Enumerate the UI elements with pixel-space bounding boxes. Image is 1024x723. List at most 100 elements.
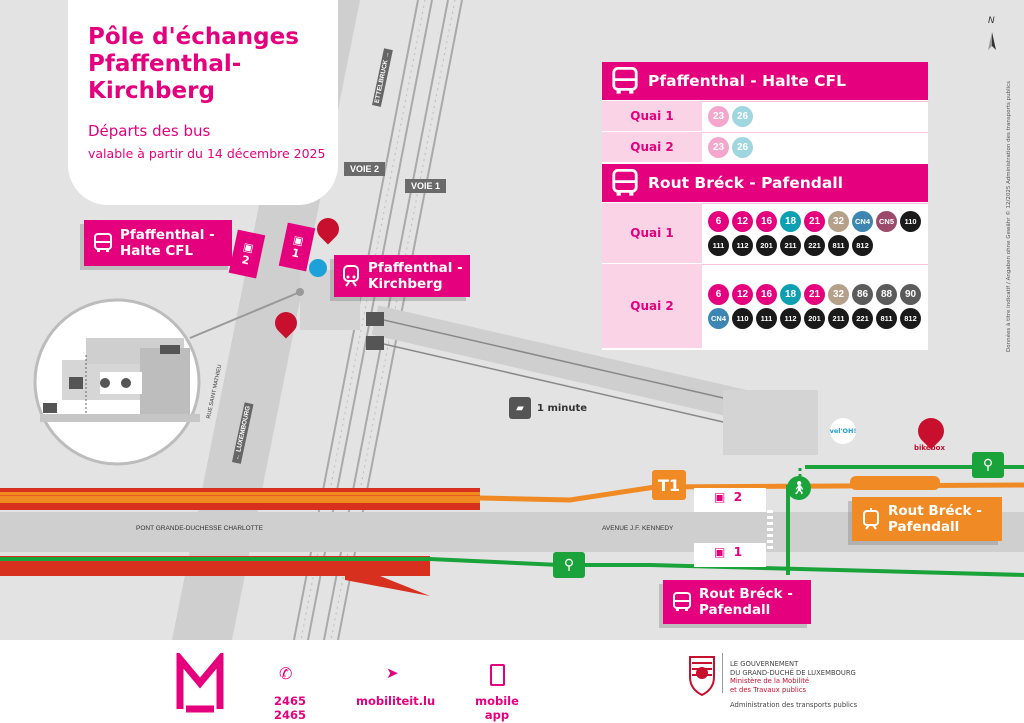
route-table-section-title: Pfaffenthal - Halte CFL bbox=[648, 72, 847, 90]
validity-date: valable à partir du 14 décembre 2025 bbox=[88, 146, 326, 161]
line-badge[interactable]: 811 bbox=[876, 308, 897, 329]
bicycle-icon: ⚲ bbox=[972, 452, 1004, 478]
line-badge[interactable]: 110 bbox=[732, 308, 753, 329]
gov-line: Administration des transports publics bbox=[730, 701, 858, 709]
line-badge[interactable]: 811 bbox=[828, 235, 849, 256]
side-note-box: Données à titre indicatif / Angaben ohne… bbox=[1006, 72, 1014, 352]
bus-icon bbox=[673, 592, 691, 612]
compass-north: N bbox=[988, 16, 995, 26]
gov-line: DU GRAND-DUCHÉ DE LUXEMBOURG bbox=[730, 668, 856, 677]
station-platform-2-number: 2 bbox=[240, 253, 251, 268]
line-badge[interactable]: 112 bbox=[732, 235, 753, 256]
title-card: Pôle d'échanges Pfaffenthal-Kirchberg Dé… bbox=[68, 0, 338, 205]
line-badge[interactable]: 211 bbox=[828, 308, 849, 329]
divider bbox=[722, 653, 723, 693]
quai-label: Quai 1 bbox=[602, 101, 702, 131]
stop-label-text: Pfaffenthal - Kirchberg bbox=[368, 260, 463, 292]
line-badge[interactable]: 26 bbox=[732, 106, 753, 127]
avenue-platform-1: ▣ 1 bbox=[714, 545, 742, 559]
page-subtitle: Départs des bus bbox=[88, 122, 211, 140]
line-badge[interactable]: 18 bbox=[780, 284, 801, 305]
stop-label-pfaffenthal-halte[interactable]: Pfaffenthal - Halte CFL bbox=[84, 220, 232, 266]
line-badge[interactable]: 221 bbox=[852, 308, 873, 329]
stop-label-rout-breck-bus[interactable]: Rout Bréck - Pafendall bbox=[663, 580, 811, 624]
line-badge[interactable]: CN4 bbox=[852, 211, 873, 232]
bus-icon: ▣ bbox=[714, 490, 726, 504]
bus-icon bbox=[612, 169, 638, 197]
cursor-icon: ➤ bbox=[386, 664, 399, 682]
bikebox-label: bikebox bbox=[914, 444, 945, 452]
funicular-time-text: 1 minute bbox=[537, 402, 588, 414]
line-badge[interactable]: 16 bbox=[756, 211, 777, 232]
line-badge[interactable]: 111 bbox=[708, 235, 729, 256]
phone-icon: ✆ bbox=[279, 664, 293, 683]
mobile-app-link[interactable]: mobile app bbox=[475, 694, 519, 722]
page-title: Pôle d'échanges Pfaffenthal-Kirchberg bbox=[88, 24, 299, 104]
line-badge[interactable]: 21 bbox=[804, 284, 825, 305]
line-badge[interactable]: CN4 bbox=[708, 308, 729, 329]
line-badge[interactable]: 23 bbox=[708, 106, 729, 127]
route-table-section-header: Pfaffenthal - Halte CFL bbox=[602, 62, 928, 100]
bus-icon bbox=[94, 233, 112, 253]
line-badge[interactable]: 32 bbox=[828, 284, 849, 305]
line-badge[interactable]: CN5 bbox=[876, 211, 897, 232]
pedestrian-icon: 🚶︎ bbox=[787, 476, 811, 500]
mobile-app-icon bbox=[490, 664, 505, 686]
line-badge[interactable]: 26 bbox=[732, 137, 753, 158]
line-badge[interactable]: 812 bbox=[900, 308, 921, 329]
line-badge[interactable]: 6 bbox=[708, 211, 729, 232]
line-badge[interactable]: 88 bbox=[876, 284, 897, 305]
phone-number[interactable]: 2465 2465 bbox=[273, 694, 306, 722]
line-badge[interactable]: 12 bbox=[732, 284, 753, 305]
line-badge[interactable]: 111 bbox=[756, 308, 777, 329]
gov-line: Ministère de la Mobilité bbox=[730, 677, 810, 685]
gov-line: LE GOUVERNEMENT bbox=[730, 660, 799, 668]
line-badge[interactable]: 90 bbox=[900, 284, 921, 305]
line-badge[interactable]: 201 bbox=[804, 308, 825, 329]
avenue-platform-2-number: 2 bbox=[733, 490, 743, 504]
bus-icon bbox=[612, 67, 638, 95]
line-badge[interactable]: 221 bbox=[804, 235, 825, 256]
line-badge[interactable]: 18 bbox=[780, 211, 801, 232]
line-badge[interactable]: 110 bbox=[900, 211, 921, 232]
bus-icon: ▣ bbox=[714, 545, 726, 559]
avenue-label: AVENUE J.F. KENNEDY bbox=[602, 525, 674, 532]
velo-station-icon[interactable]: vel'OH! bbox=[830, 418, 856, 444]
line-badge[interactable]: 21 bbox=[804, 211, 825, 232]
train-icon bbox=[342, 265, 360, 287]
stop-label-text: Rout Bréck - Pafendall bbox=[888, 503, 982, 535]
gov-line: et des Travaux publics bbox=[730, 685, 806, 694]
line-badge[interactable]: 112 bbox=[780, 308, 801, 329]
line-badge[interactable]: 32 bbox=[828, 211, 849, 232]
government-coat-of-arms bbox=[684, 653, 720, 697]
voie1-label: VOIE 1 bbox=[405, 179, 447, 193]
stop-label-pfaffenthal-kirchberg[interactable]: Pfaffenthal - Kirchberg bbox=[334, 255, 470, 297]
stop-label-rout-breck-tram[interactable]: Rout Bréck - Pafendall bbox=[852, 497, 1002, 541]
line-badge[interactable]: 86 bbox=[852, 284, 873, 305]
quai-label: Quai 1 bbox=[602, 203, 702, 263]
funicular-icon: ▰ bbox=[509, 397, 531, 419]
line-badge[interactable]: 211 bbox=[780, 235, 801, 256]
stop-label-text: Pfaffenthal - Halte CFL bbox=[120, 227, 215, 259]
line-badge[interactable]: 12 bbox=[732, 211, 753, 232]
website-link[interactable]: mobiliteit.lu bbox=[356, 694, 436, 708]
tram-line-badge: T1 bbox=[652, 470, 686, 500]
line-badge[interactable]: 16 bbox=[756, 284, 777, 305]
quai-label: Quai 2 bbox=[602, 264, 702, 348]
line-badge[interactable]: 6 bbox=[708, 284, 729, 305]
line-badge[interactable]: 201 bbox=[756, 235, 777, 256]
station-platform-1-number: 1 bbox=[290, 246, 301, 261]
velo-station-icon[interactable] bbox=[309, 259, 327, 277]
line-badge[interactable]: 812 bbox=[852, 235, 873, 256]
line-badge[interactable]: 23 bbox=[708, 137, 729, 158]
footer: ✆ 2465 2465 ➤ mobiliteit.lu mobile app bbox=[0, 640, 1024, 723]
avenue-platform-1-number: 1 bbox=[733, 545, 743, 559]
